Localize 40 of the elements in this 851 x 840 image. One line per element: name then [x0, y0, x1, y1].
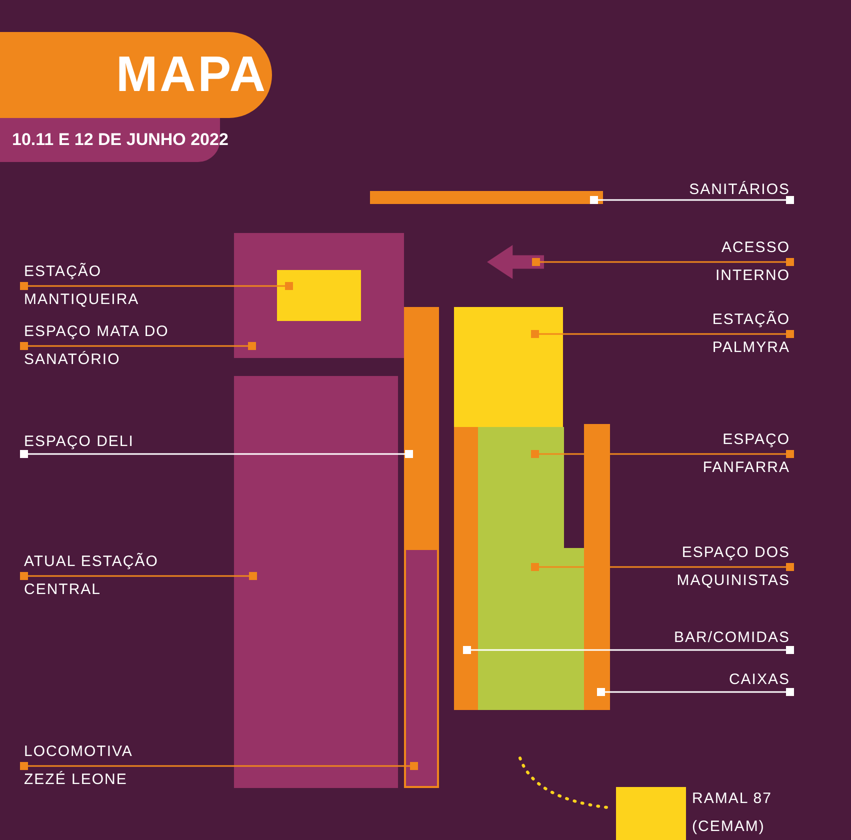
leader-line — [463, 646, 794, 654]
map-area-block — [478, 427, 564, 548]
leader-line — [532, 258, 794, 266]
area-label: ESPAÇO DOS MAQUINISTAS — [640, 539, 790, 595]
map-area-block — [234, 233, 404, 358]
area-label: CAIXAS — [590, 666, 790, 694]
map-area-block — [454, 427, 478, 710]
area-label: ESPAÇO FANFARRA — [650, 426, 790, 482]
leader-line — [597, 688, 794, 696]
leader-line — [20, 342, 256, 350]
leader-line — [531, 450, 794, 458]
leader-line — [590, 196, 794, 204]
map-area-block — [234, 376, 398, 788]
leader-line — [531, 330, 794, 338]
area-label: ESPAÇO DELI — [24, 428, 244, 456]
map-area-block — [404, 548, 439, 788]
leader-line — [20, 282, 293, 290]
map-area-block — [616, 787, 686, 840]
map-area-block — [454, 307, 563, 427]
area-label: ESTAÇÃO MANTIQUEIRA — [24, 258, 164, 314]
map-area-block — [584, 424, 610, 710]
map-area-block — [404, 307, 439, 548]
date-text: 10.11 E 12 DE JUNHO 2022 — [12, 129, 228, 151]
leader-line — [20, 572, 257, 580]
area-label: SANITÁRIOS — [590, 176, 790, 204]
leader-line — [20, 450, 413, 458]
map-area-block — [370, 191, 603, 204]
area-label: ESPAÇO MATA DO SANATÓRIO — [24, 318, 224, 374]
area-label: ATUAL ESTAÇÃO CENTRAL — [24, 548, 204, 604]
area-label: ACESSO INTERNO — [660, 234, 790, 290]
leader-line — [20, 762, 418, 770]
area-label: ESTAÇÃO PALMYRA — [650, 306, 790, 362]
area-label: BAR/COMIDAS — [590, 624, 790, 652]
leader-line — [531, 563, 794, 571]
map-title: MAPA — [116, 45, 268, 104]
area-label: RAMAL 87 (CEMAM) — [692, 789, 773, 837]
arrow-shape — [487, 245, 544, 279]
map-area-block — [277, 270, 361, 321]
map-area-block — [478, 548, 584, 710]
area-label: LOCOMOTIVA ZEZÉ LEONE — [24, 738, 164, 794]
